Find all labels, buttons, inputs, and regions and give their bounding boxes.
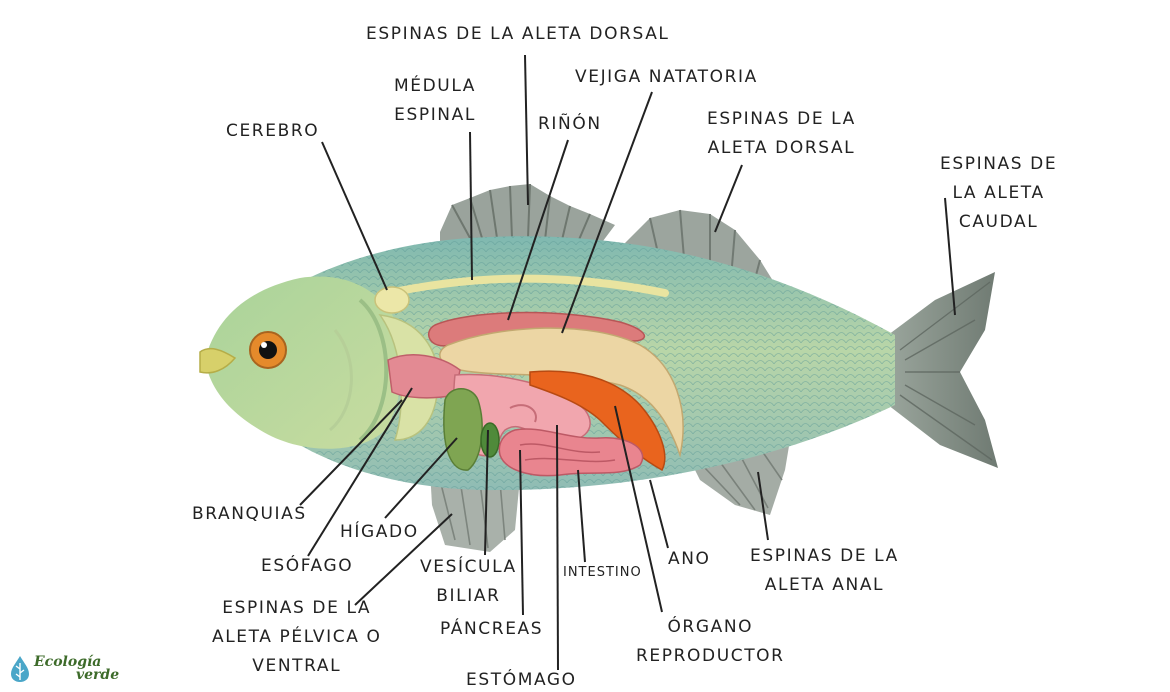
logo-text-verde: verde [76, 669, 119, 682]
label-pancreas: PÁNCREAS [440, 615, 543, 644]
ecologia-verde-logo: Ecología verde [10, 655, 119, 683]
liver [444, 389, 482, 470]
label-esofago: ESÓFAGO [261, 552, 353, 581]
fish-head [200, 277, 402, 449]
label-espinas-dorsal-right: ESPINAS DE LA ALETA DORSAL [707, 105, 856, 163]
label-intestino: INTESTINO [563, 558, 642, 587]
leader-espinas-dorsal-top [525, 55, 528, 205]
leader-espinas-dorsal-right [715, 165, 742, 232]
label-vejiga-natatoria: VEJIGA NATATORIA [575, 63, 758, 92]
label-organo-reproductor: ÓRGANO REPRODUCTOR [636, 613, 785, 671]
label-branquias: BRANQUIAS [192, 500, 307, 529]
label-rinon: RIÑÓN [538, 110, 602, 139]
label-vesicula-biliar: VESÍCULA BILIAR [420, 553, 517, 611]
brain [375, 287, 409, 313]
label-espinas-dorsal-top: ESPINAS DE LA ALETA DORSAL [366, 20, 670, 49]
label-estomago: ESTÓMAGO [466, 670, 577, 690]
caudal-fin [888, 272, 998, 468]
label-cerebro: CEREBRO [226, 117, 319, 146]
gallbladder [481, 423, 499, 457]
label-ano: ANO [668, 545, 711, 574]
label-espinas-anal: ESPINAS DE LA ALETA ANAL [750, 542, 899, 600]
leaf-drop-icon [10, 655, 30, 683]
label-higado: HÍGADO [340, 518, 419, 547]
eye [250, 332, 286, 368]
label-espinas-caudal: ESPINAS DE LA ALETA CAUDAL [940, 150, 1057, 237]
label-medula-espinal: MÉDULA ESPINAL [394, 72, 476, 130]
leader-ano [650, 480, 668, 548]
leader-estomago [557, 425, 558, 670]
label-espinas-pelvica: ESPINAS DE LA ALETA PÉLVICA O VENTRAL [212, 594, 381, 681]
